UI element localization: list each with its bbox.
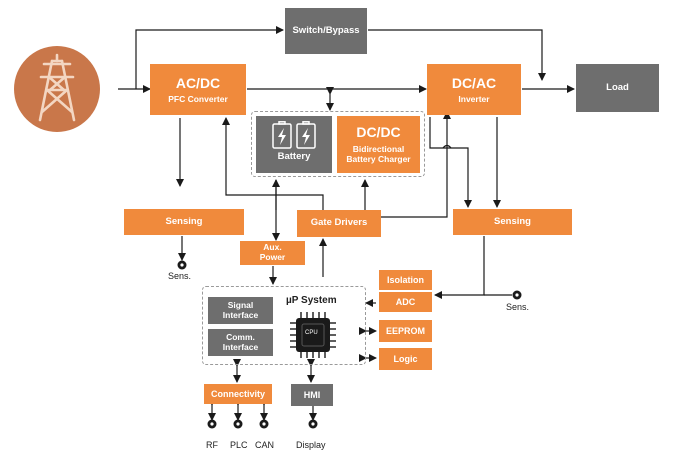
acdc-subtitle: PFC Converter xyxy=(168,93,228,104)
load-block: Load xyxy=(576,64,659,112)
line-dcac-to-sensing xyxy=(429,117,472,208)
connectivity-label: Connectivity xyxy=(210,388,265,399)
battery-label: Battery xyxy=(277,151,311,162)
adc-block: ADC xyxy=(379,292,432,312)
eeprom-label: EEPROM xyxy=(385,325,425,336)
load-label: Load xyxy=(606,81,629,93)
sensing-left-block: Sensing xyxy=(124,209,244,235)
sens-left-label: Sens. xyxy=(168,271,192,281)
acdc-title: AC/DC xyxy=(175,74,221,91)
eeprom-block: EEPROM xyxy=(379,320,432,342)
logic-block: Logic xyxy=(379,348,432,370)
aux-power-block: Aux. Power xyxy=(240,241,305,265)
dcac-block: DC/AC Inverter xyxy=(427,64,521,115)
sensing-right-label: Sensing xyxy=(494,215,531,227)
comm-interface-block: Comm. Interface xyxy=(208,329,273,356)
isolation-block: Isolation xyxy=(379,270,432,290)
up-system-title: µP System xyxy=(286,295,337,306)
hmi-block: HMI xyxy=(291,384,333,406)
acdc-block: AC/DC PFC Converter xyxy=(150,64,246,115)
rf-label: RF xyxy=(206,440,218,450)
line-gate-to-dcac xyxy=(381,111,451,218)
line-gate-to-acdc xyxy=(222,117,324,210)
hmi-label: HMI xyxy=(303,389,321,400)
comm-interface-label-1: Comm. xyxy=(226,331,255,342)
cpu-chip-icon xyxy=(290,312,336,358)
adc-label: ADC xyxy=(395,296,416,307)
dcdc-subtitle-1: Bidirectional xyxy=(352,144,405,155)
battery-icon xyxy=(272,121,316,149)
signal-interface-label-1: Signal xyxy=(227,299,254,310)
cpu-label: CPU xyxy=(305,330,318,336)
comm-interface-label-2: Interface xyxy=(222,341,259,352)
line-bypass-out xyxy=(368,29,546,81)
gate-drivers-block: Gate Drivers xyxy=(297,210,381,237)
sensing-right-block: Sensing xyxy=(453,209,572,235)
dcdc-charger-block: DC/DC Bidirectional Battery Charger xyxy=(337,116,420,173)
connectivity-block: Connectivity xyxy=(204,384,272,404)
gate-drivers-label: Gate Drivers xyxy=(310,217,368,229)
sensing-left-label: Sensing xyxy=(165,215,203,227)
line-crossing-bump xyxy=(442,144,452,149)
can-label: CAN xyxy=(255,440,275,450)
battery-block: Battery xyxy=(256,116,332,173)
logic-label: Logic xyxy=(393,353,418,364)
dcac-title: DC/AC xyxy=(451,74,497,91)
sens-right-label: Sens. xyxy=(506,302,530,312)
aux-power-label-1: Aux. xyxy=(263,242,282,253)
isolation-label: Isolation xyxy=(386,274,424,285)
signal-interface-label-2: Interface xyxy=(222,309,259,320)
up-system-group xyxy=(202,286,366,365)
battery-group xyxy=(251,111,425,177)
power-tower-icon xyxy=(14,46,100,132)
switch-bypass-label: Switch/Bypass xyxy=(292,24,360,36)
signal-interface-block: Signal Interface xyxy=(208,297,273,324)
display-label: Display xyxy=(296,440,326,450)
dcdc-subtitle-2: Battery Charger xyxy=(346,154,411,165)
line-bypass-in xyxy=(135,26,284,89)
aux-power-label-2: Power xyxy=(259,252,286,262)
dcac-subtitle: Inverter xyxy=(458,93,490,104)
dcdc-title: DC/DC xyxy=(356,124,401,141)
switch-bypass-block: Switch/Bypass xyxy=(285,8,367,54)
plc-label: PLC xyxy=(230,440,248,450)
line-sensing-to-isolation xyxy=(434,236,485,299)
